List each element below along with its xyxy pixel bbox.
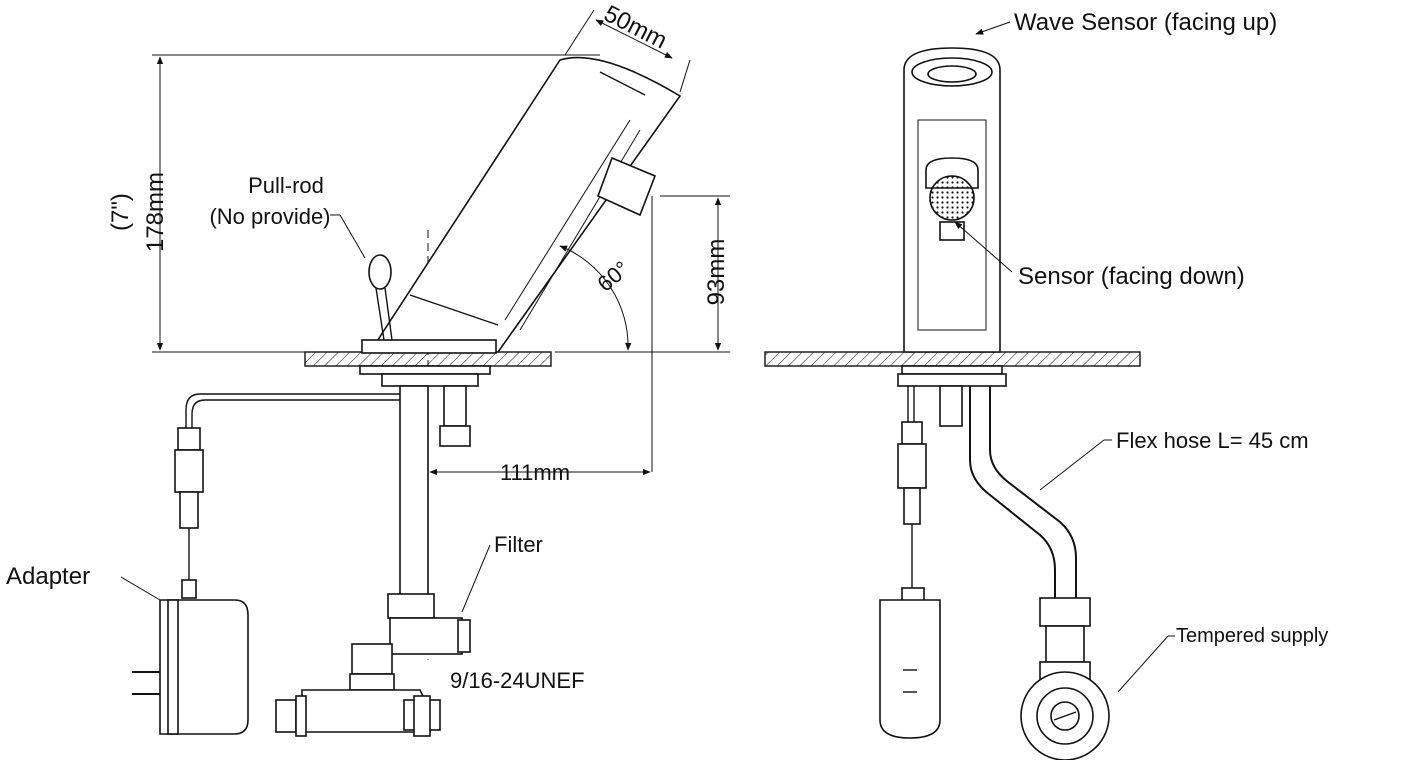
front-view <box>764 21 1175 761</box>
angle-60 <box>555 196 653 472</box>
underdeck-assembly-left <box>174 365 491 737</box>
side-view <box>120 9 730 737</box>
faucet-body-side <box>361 56 682 354</box>
label-filter: Filter <box>494 532 543 557</box>
label-reach-111mm: 111mm <box>500 460 570 485</box>
label-thread: 9/16-24UNEF <box>450 668 585 693</box>
dimension-50mm <box>564 9 691 93</box>
dimension-178mm <box>152 54 600 353</box>
label-width-50mm: 50mm <box>600 0 672 54</box>
pull-rod <box>330 214 393 341</box>
label-adapter: Adapter <box>6 563 90 590</box>
label-tempered-supply: Tempered supply <box>1176 625 1328 647</box>
label-spout-93mm: 93mm <box>703 239 730 306</box>
adapter-plug <box>120 576 249 735</box>
label-angle-60: 60° <box>592 256 634 297</box>
underdeck-assembly-right <box>879 365 1175 761</box>
label-flex-hose: Flex hose L= 45 cm <box>1116 428 1309 453</box>
label-wave-sensor: Wave Sensor (facing up) <box>1014 9 1277 36</box>
countertop-right <box>764 351 1141 367</box>
label-no-provide: (No provide) <box>209 204 330 229</box>
label-height-178mm: 178mm <box>142 172 169 252</box>
sensor-aerator <box>929 175 975 221</box>
filter-leader <box>461 544 491 613</box>
label-height-inches: (7") <box>107 193 134 231</box>
faucet-body-front <box>903 21 1013 353</box>
label-sensor-down: Sensor (facing down) <box>1018 263 1245 290</box>
label-pull-rod: Pull-rod <box>248 173 324 198</box>
